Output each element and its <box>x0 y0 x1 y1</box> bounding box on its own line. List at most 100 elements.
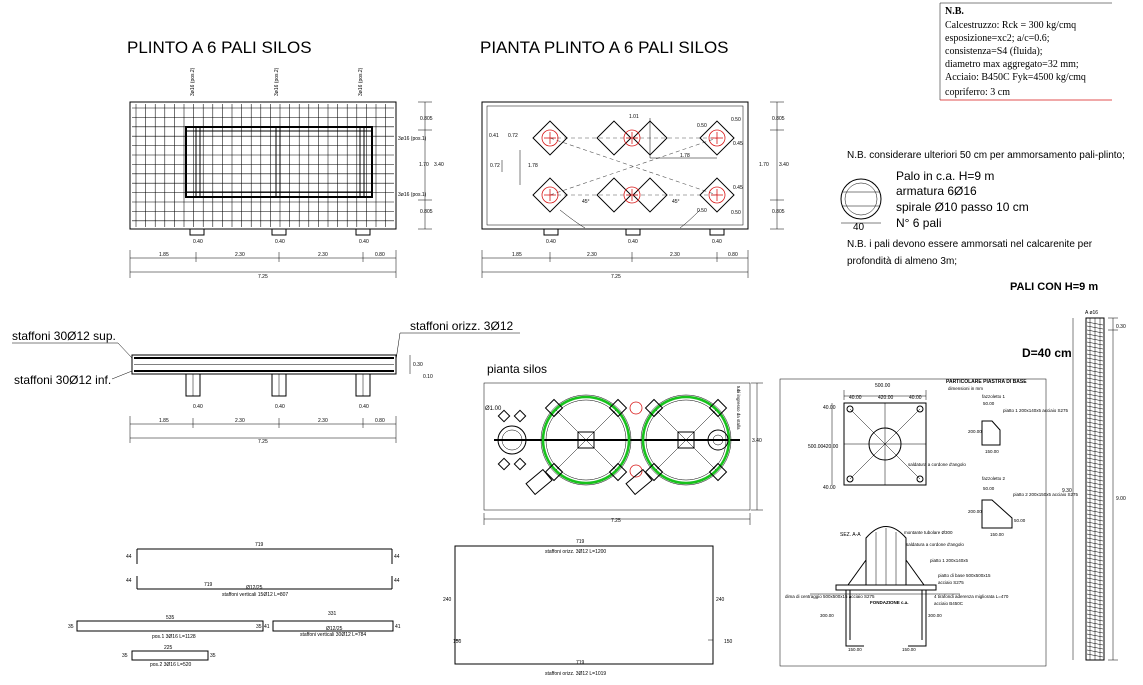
bar-pos2-hook-r: 35 <box>210 653 216 659</box>
pianta-bdim-2: 2.30 <box>587 252 597 258</box>
bar-v2-hook-r: 41 <box>395 624 401 630</box>
section-pile-1: 0.40 <box>193 404 203 410</box>
pile-cap-1 <box>532 120 568 156</box>
silos-left-dim: Ø1.00 <box>485 406 502 412</box>
pianta-dim-12: 0.50 <box>697 208 707 214</box>
section-pile-2: 0.40 <box>275 404 285 410</box>
bp-left-3: 420.00 <box>823 444 839 450</box>
pile-cap-4 <box>596 177 668 213</box>
nb-line-4: diametro max aggregato=32 mm; <box>945 59 1079 70</box>
bar-spacing: Ø12/25 <box>246 585 263 591</box>
silos-bottom-dim: 7.25 <box>611 518 621 524</box>
section-pile-3: 0.40 <box>359 404 369 410</box>
note-ammorsamento: N.B. considerare ulteriori 50 cm per amm… <box>847 150 1125 161</box>
bp-f1-d3: 150.00 <box>985 449 999 454</box>
bar-pos1-hook-r: 35 <box>256 624 262 630</box>
pile-rdim-2: 9.00 <box>1116 496 1126 502</box>
bp-bdim-3: 150.00 <box>848 647 862 652</box>
pianta-bdim-1: 1.85 <box>512 252 522 258</box>
note-palo-1: Palo in c.a. H=9 m <box>896 169 994 183</box>
plinto-top-label-1: 3ø16 (pos.2) <box>190 67 196 96</box>
bar-pos2-label: pos.2 3Ø16 L=520 <box>150 662 192 668</box>
bp-f2-d3: 150.00 <box>990 532 1004 537</box>
bp-top-2: 40.00 <box>849 395 862 401</box>
pianta-total: 7.25 <box>611 274 621 280</box>
pile-cap-3 <box>596 120 668 156</box>
bp-faz2: fazzoletto 2 <box>982 476 1006 481</box>
silo-right <box>640 394 732 486</box>
plinto-side-label-2: 3ø16 (pos.1) <box>398 192 427 198</box>
bar-pos1-label: pos.1 3Ø16 L=1128 <box>152 634 196 640</box>
bp-f2-note: piatto 2 200x150x5 acciaio S275 <box>1013 492 1079 497</box>
silo-left <box>540 394 632 486</box>
bp-piatto1: piatto 1 200x140x5 <box>930 558 969 563</box>
pianta-angle-2: 45° <box>672 199 680 205</box>
bar-orizz-top-label: staffoni orizz. 3Ø12 L=1200 <box>545 549 606 555</box>
bar-pos1-len: 535 <box>166 615 175 621</box>
bar-vert-label: staffoni verticali 15Ø12 L=807 <box>222 592 288 598</box>
bp-sez: SEZ. A-A <box>840 532 861 538</box>
pianta-bdim-4: 0.80 <box>728 252 738 258</box>
plinto-rdim-2: 1.70 <box>419 162 429 168</box>
pile-cap-2 <box>532 177 568 213</box>
plinto-section: staffoni 30Ø12 sup. staffoni 30Ø12 inf. … <box>12 319 520 445</box>
title-pianta-silos: pianta silos <box>487 362 547 376</box>
bp-bdim-1: 300.00 <box>820 613 834 618</box>
bp-faz1: fazzoletto 1 <box>982 394 1006 399</box>
bar-pos2-hook-l: 35 <box>122 653 128 659</box>
bar-hook-l1: 44 <box>126 554 132 560</box>
plinto-plan: 3ø16 (pos.2) 3ø16 (pos.2) 3ø16 (pos.2) 3… <box>129 67 444 280</box>
nb-box: N.B. Calcestruzzo: Rck = 300 kg/cmq espo… <box>939 2 1112 101</box>
bp-top-1: 500.00 <box>875 383 891 389</box>
pianta-rdim-4: 0.805 <box>772 209 785 215</box>
pianta-pile-1: 0.40 <box>546 239 556 245</box>
nb-heading: N.B. <box>945 6 964 17</box>
nb-line-5: Acciaio: B450C Fyk=4500 kg/cmq <box>945 72 1086 83</box>
plinto-pile-3: 0.40 <box>359 239 369 245</box>
plinto-bdim-3: 2.30 <box>318 252 328 258</box>
pile-spiral-hatch <box>1086 318 1104 660</box>
bp-tube: montante tubolare Ø300 <box>904 530 953 535</box>
note-calcarenite-2: profondità di almeno 3m; <box>847 256 957 267</box>
note-palo-3: spirale Ø10 passo 10 cm <box>896 200 1029 214</box>
bar-pos2-len: 225 <box>164 645 173 651</box>
silos-right-dim: 3.40 <box>752 438 762 444</box>
note-palo-2: armatura 6Ø16 <box>896 184 977 198</box>
bp-tir-acciaio: acciaio B450C <box>934 601 964 606</box>
bar-hook-l2: 44 <box>126 578 132 584</box>
bar-orizz-r2: 150 <box>724 639 733 645</box>
section-bdim-3: 2.30 <box>318 418 328 424</box>
bp-acciaio: acciaio S275 <box>938 580 964 585</box>
bp-subtitle: dimensioni in mm <box>948 386 983 391</box>
bar-v2-label: staffoni verticali 30Ø12 L=784 <box>300 632 366 638</box>
bp-f1-d2: 200.00 <box>968 429 982 434</box>
pianta-rdim-1: 0.805 <box>772 116 785 122</box>
reinforcement-grid <box>132 104 394 227</box>
pianta-rdim-3: 3.40 <box>779 162 789 168</box>
bar-hook-r1: 44 <box>394 554 400 560</box>
pianta-angle-1: 45° <box>582 199 590 205</box>
title-plinto: PLINTO A 6 PALI SILOS <box>127 38 312 57</box>
bar-v2-len: 331 <box>328 611 337 617</box>
bp-title: PARTICOLARE PIASTRA DI BASE <box>946 379 1027 385</box>
bar-v2-hook-l: 41 <box>264 624 270 630</box>
bp-f1-d1: 50.00 <box>983 401 995 406</box>
bar-stirrup-mid: 719 <box>204 582 213 588</box>
silos-right-note: tubi ingresso da stalla <box>736 386 741 430</box>
section-label-sup: staffoni 30Ø12 sup. <box>12 329 116 343</box>
pianta-dim-3: 0.72 <box>490 163 500 169</box>
pianta-pile-3: 0.40 <box>712 239 722 245</box>
bar-orizz-h-l: 240 <box>443 597 452 603</box>
section-rdim-1: 0.30 <box>413 362 423 368</box>
bar-orizz-bot-label: staffoni orizz. 3Ø12 L=1019 <box>545 671 606 677</box>
baseplate-detail: PARTICOLARE PIASTRA DI BASE dimensioni i… <box>779 378 1079 667</box>
bar-pos1-hook-l: 35 <box>68 624 74 630</box>
bp-f2-d4: 50.00 <box>1014 518 1026 523</box>
section-label-orizz: staffoni orizz. 3Ø12 <box>410 319 513 333</box>
pianta-dim-11: 0.50 <box>697 123 707 129</box>
bp-fondazione: FONDAZIONE c.a. <box>870 600 909 605</box>
pianta-dim-6: 1.78 <box>680 153 690 159</box>
pianta-pile-2: 0.40 <box>628 239 638 245</box>
pile-cap-6 <box>699 177 735 213</box>
plinto-top-label-2: 3ø16 (pos.2) <box>274 67 280 96</box>
